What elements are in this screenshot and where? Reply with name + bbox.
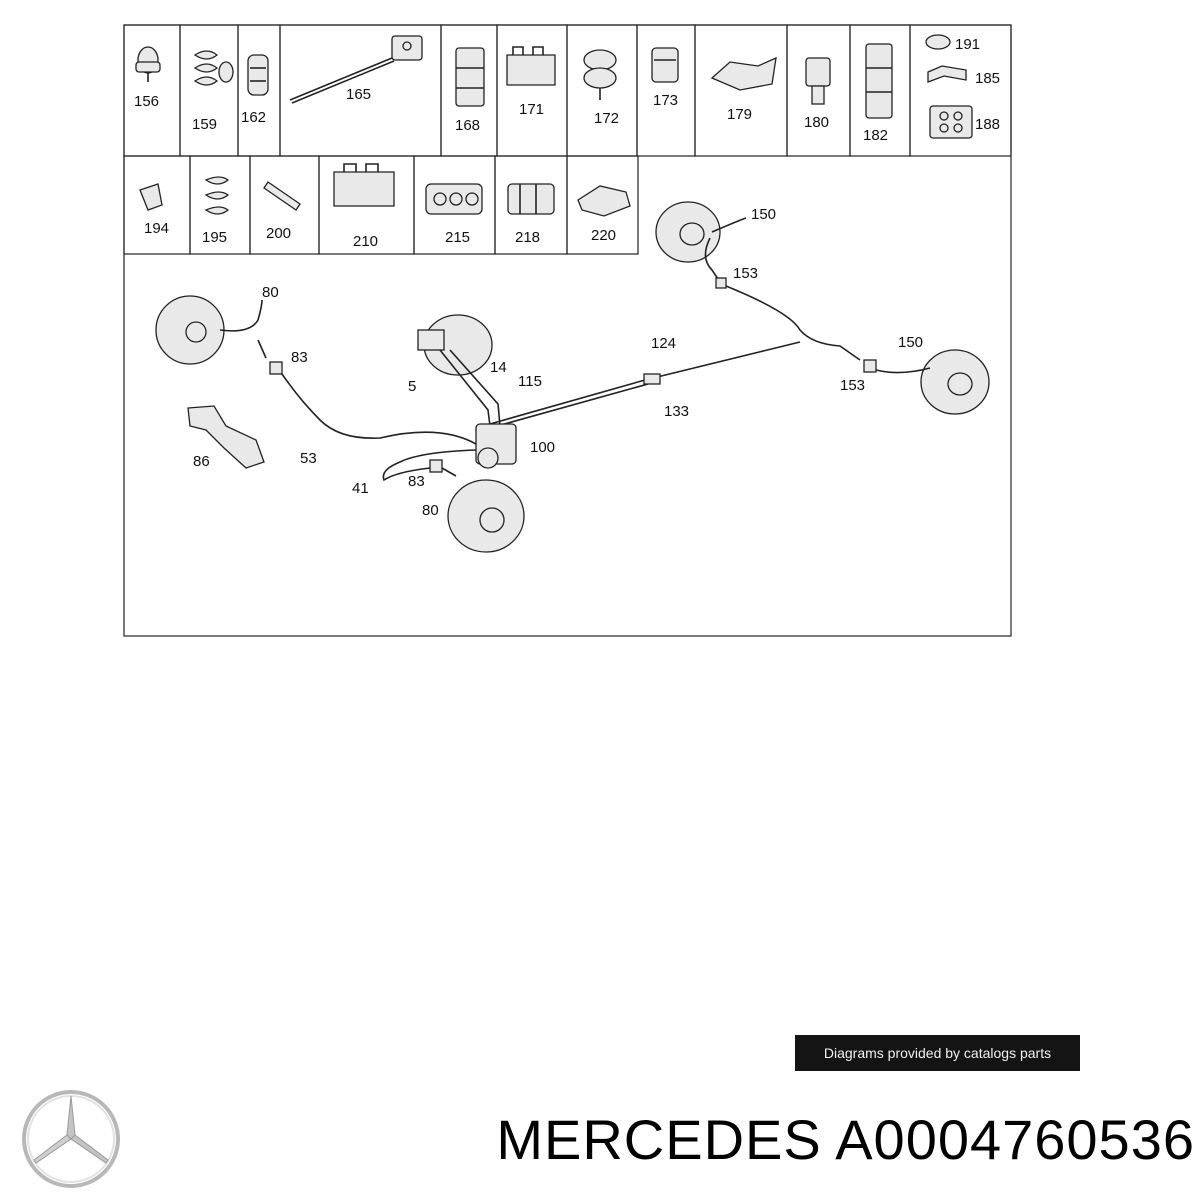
callout-label: 86 (193, 453, 210, 470)
callout-label: 153 (840, 377, 865, 394)
clip-label: 215 (445, 229, 470, 246)
clip-label: 179 (727, 106, 752, 123)
clip-179-icon (710, 56, 777, 91)
callout-label: 80 (262, 284, 279, 301)
clip-188-icon (929, 105, 973, 139)
part-title: MERCEDES A0004760536 (496, 1108, 1195, 1171)
mercedes-star-logo-icon (22, 1090, 120, 1188)
callout-label: 5 (408, 378, 416, 395)
callout-label: 100 (530, 439, 555, 456)
clip-168-icon (455, 47, 485, 107)
clip-label: 218 (515, 229, 540, 246)
brake-line-diagram (123, 24, 1012, 637)
clip-171-icon (506, 46, 556, 86)
clip-label: 173 (653, 92, 678, 109)
clip-200-icon (263, 181, 301, 211)
clip-182-icon (865, 43, 893, 119)
callout-label: 153 (733, 265, 758, 282)
rear-right-clip-icon (715, 277, 727, 289)
clip-label: 162 (241, 109, 266, 126)
clip-label: 172 (594, 110, 619, 127)
clip-label: 220 (591, 227, 616, 244)
front-right-clip-icon (429, 459, 443, 473)
clip-label: 195 (202, 229, 227, 246)
clip-label: 210 (353, 233, 378, 250)
clip-label: 168 (455, 117, 480, 134)
clip-162-icon (247, 54, 269, 96)
callout-label: 41 (352, 480, 369, 497)
parts-grid-row-2 (123, 155, 639, 255)
clip-156-icon (135, 46, 161, 82)
callout-label: 150 (751, 206, 776, 223)
brake-circuit (155, 201, 990, 553)
clip-label: 182 (863, 127, 888, 144)
clip-label: 185 (975, 70, 1000, 87)
clip-165-icon (289, 35, 423, 104)
clip-label: 180 (804, 114, 829, 131)
callout-label: 83 (291, 349, 308, 366)
clip-191-icon (925, 34, 951, 50)
clip-label: 156 (134, 93, 159, 110)
clip-159-icon (193, 50, 234, 86)
clip-172-icon (583, 49, 617, 100)
callout-label: 150 (898, 334, 923, 351)
clip-210-icon (333, 163, 395, 207)
credit-banner: Diagrams provided by catalogs parts (795, 1035, 1080, 1071)
callout-label: 83 (408, 473, 425, 490)
clip-label: 191 (955, 36, 980, 53)
callout-label: 115 (518, 373, 542, 390)
clip-185-icon (927, 65, 967, 83)
clip-label: 171 (519, 101, 544, 118)
rear-left-clip-icon (863, 359, 877, 373)
clip-180-icon (805, 57, 831, 105)
front-left-clip-icon (269, 361, 283, 375)
callout-label: 124 (651, 335, 676, 352)
callout-label: 53 (300, 450, 317, 467)
clip-label: 188 (975, 116, 1000, 133)
clip-label: 194 (144, 220, 169, 237)
bracket-86-icon (187, 405, 265, 469)
clip-label: 159 (192, 116, 217, 133)
clip-173-icon (651, 47, 679, 83)
clip-215-icon (425, 183, 483, 215)
clip-label: 200 (266, 225, 291, 242)
clip-220-icon (577, 185, 631, 217)
callout-label: 80 (422, 502, 439, 519)
clip-218-icon (507, 183, 555, 215)
callout-label: 133 (664, 403, 689, 420)
clip-195-icon (204, 176, 230, 215)
clip-label: 165 (346, 86, 371, 103)
callout-label: 14 (490, 359, 507, 376)
diagram-labels: 156 159 162 165 168 171 172 173 179 180 … (134, 36, 1000, 519)
clip-194-icon (139, 183, 163, 211)
